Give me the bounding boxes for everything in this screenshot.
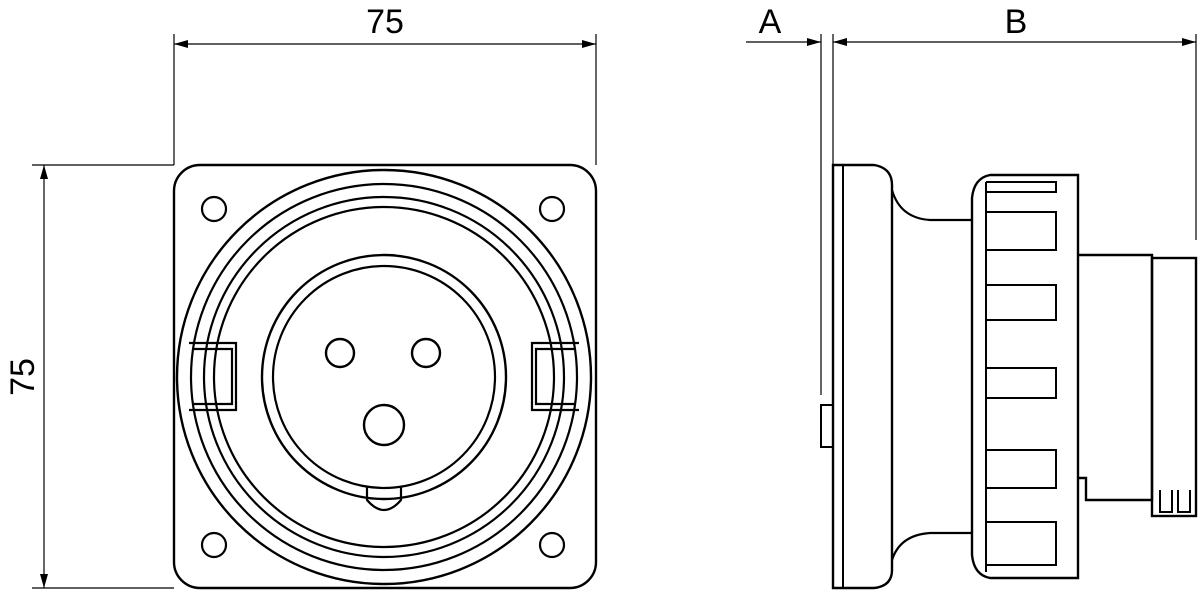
connector-cap [1150, 256, 1198, 518]
latch-left [189, 341, 238, 412]
depth-dimensions: A B [746, 3, 1197, 395]
front-view: 75 75 [4, 3, 598, 590]
cover-ring-inner-edge [212, 205, 556, 549]
socket-insert-outer [260, 253, 508, 501]
side-view: A B [746, 3, 1198, 590]
outer-ring [175, 168, 593, 586]
panel-stud [820, 404, 834, 448]
connector-body [1078, 253, 1154, 502]
neck-upper [890, 189, 972, 222]
cover-ring [202, 195, 566, 559]
socket-insert-inner [271, 264, 497, 490]
latch-right [530, 341, 579, 412]
height-label: 75 [4, 358, 42, 396]
mounting-flange [172, 163, 598, 590]
width-label: 75 [366, 3, 404, 41]
mounting-hole-bottom-left [200, 531, 228, 559]
flange-profile [831, 163, 894, 590]
height-dimension: 75 [4, 164, 174, 589]
width-dimension: 75 [173, 3, 597, 165]
pin-hole-earth [362, 403, 406, 447]
mounting-hole-top-right [538, 195, 566, 223]
pin-hole-right [410, 337, 442, 369]
mounting-hole-top-left [200, 195, 228, 223]
cover-ribs [986, 181, 1057, 566]
keyway-notch [365, 487, 403, 512]
neck-lower [890, 531, 972, 561]
depth-a-label: A [759, 3, 782, 41]
cap-latch [1159, 490, 1191, 513]
pin-hole-left [324, 337, 356, 369]
outer-ring-inner-edge [189, 182, 579, 572]
mounting-hole-bottom-right [538, 531, 566, 559]
ribbed-cover [970, 173, 1080, 580]
depth-b-label: B [1005, 3, 1028, 41]
